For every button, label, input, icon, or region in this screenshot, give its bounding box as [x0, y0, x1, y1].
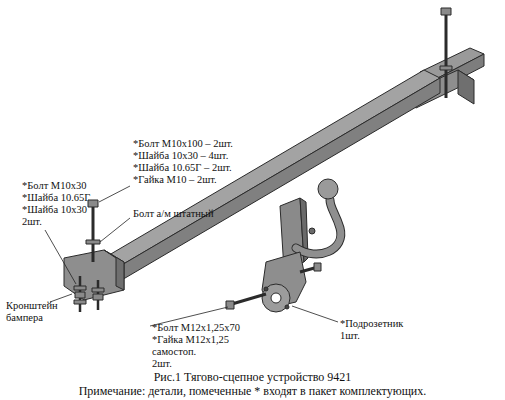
leader-line — [99, 186, 130, 202]
part-callout: *Болт М10х100 – 2шт. — [133, 138, 233, 150]
part-callout: *Гайка М12х1,25 — [152, 334, 229, 346]
right-bolt-head — [441, 8, 451, 15]
right-bolt — [445, 14, 448, 98]
main-tube-top — [104, 70, 440, 266]
left-bolt — [92, 206, 95, 262]
socket-hole — [271, 293, 281, 303]
part-callout: 2шт. — [22, 216, 42, 228]
leader-line — [100, 218, 130, 242]
neck-hole — [309, 228, 315, 234]
leader-line — [292, 306, 338, 322]
part-callout: *Болт М10х30 — [22, 180, 86, 192]
neck-outline — [296, 200, 341, 254]
right-washer — [440, 66, 452, 70]
part-callout: Болт а/м штатный — [133, 208, 214, 220]
figure-caption: Рис.1 Тягово-сцепное устройство 9421 — [0, 370, 505, 384]
part-callout: *Подрозетник — [340, 318, 403, 330]
left-washer — [86, 240, 100, 244]
main-tube-front — [120, 78, 440, 281]
socket-screw — [285, 305, 289, 309]
m12-nut — [314, 263, 321, 271]
part-callout: *Шайба 10х30 – 4шт. — [133, 150, 228, 162]
neck — [296, 200, 341, 254]
left-fastener-stack — [74, 276, 104, 312]
part-callout: *Шайба 10х30 — [22, 204, 87, 216]
part-callout: *Гайка М10 – 2шт. — [133, 174, 217, 186]
part-callout: *Шайба 10.65Г — [22, 192, 90, 204]
note-text: Примечание: детали, помеченные * входят … — [0, 385, 505, 397]
right-bracket-side — [458, 70, 474, 104]
leader-line — [45, 230, 76, 284]
towbar — [64, 8, 484, 312]
m12-bolt-head — [226, 301, 234, 309]
part-callout: 2шт. — [152, 358, 172, 370]
left-bracket-side — [104, 250, 124, 290]
tow-ball — [318, 179, 338, 199]
part-callout: самостоп. — [152, 346, 196, 358]
part-callout: Кронштейн бампера — [6, 300, 68, 324]
part-callout: 1шт. — [340, 330, 360, 342]
socket-screw — [264, 287, 268, 291]
m12-bolt — [232, 294, 266, 304]
leader-lines — [45, 186, 338, 326]
socket-plate — [262, 284, 290, 312]
part-callout: *Болт М12х1,25х70 — [152, 322, 240, 334]
part-callout: *Шайба 10.65Г – 2шт. — [133, 162, 232, 174]
